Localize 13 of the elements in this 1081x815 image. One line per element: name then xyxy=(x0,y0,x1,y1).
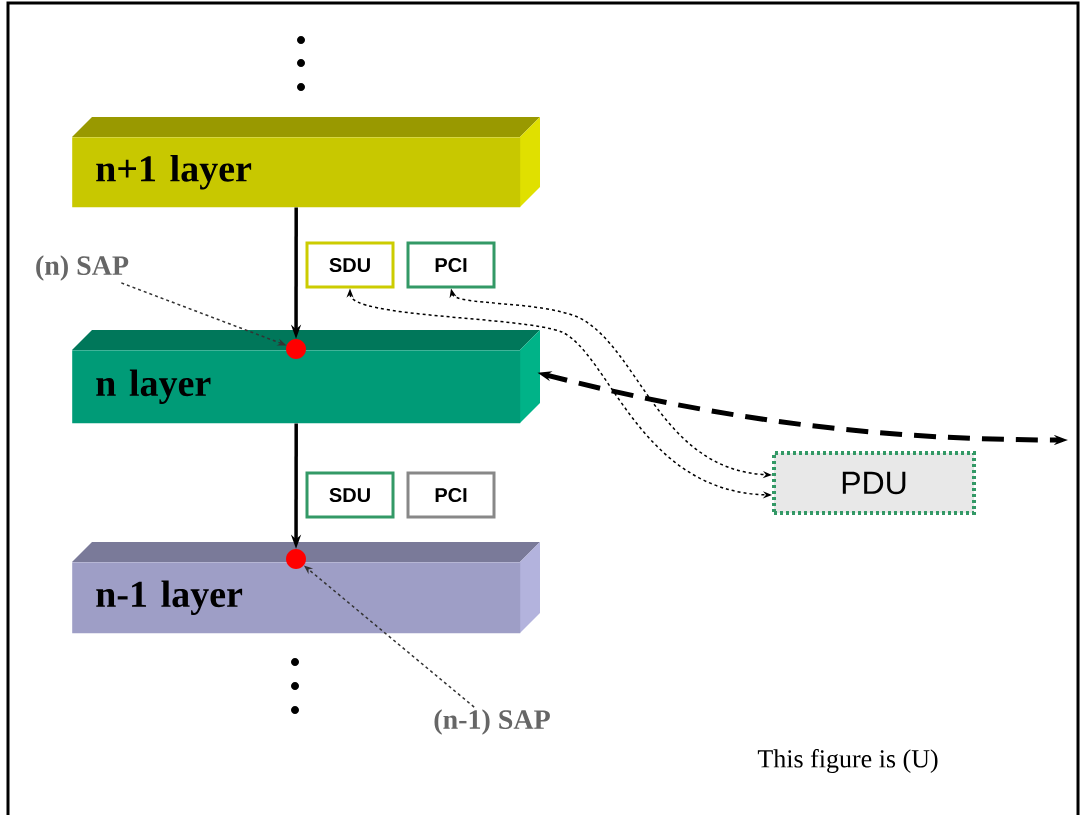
note: This figure is (U) xyxy=(757,749,938,773)
layer-block: n+1 layer xyxy=(72,117,540,208)
data-box: PCI xyxy=(406,471,496,519)
data-box: SDU xyxy=(305,241,395,289)
sap-label: (n) SAP xyxy=(36,255,129,281)
access-point-dot xyxy=(286,339,306,359)
data-box: PCI xyxy=(406,241,496,289)
layer-block: n layer xyxy=(72,330,540,424)
data-box: SDU xyxy=(305,471,395,519)
pdu-box: PDU xyxy=(772,451,976,515)
access-point-dot xyxy=(286,549,306,569)
layer-block: n-1 layer xyxy=(72,542,540,634)
sap-label: (n-1) SAP xyxy=(434,709,550,735)
